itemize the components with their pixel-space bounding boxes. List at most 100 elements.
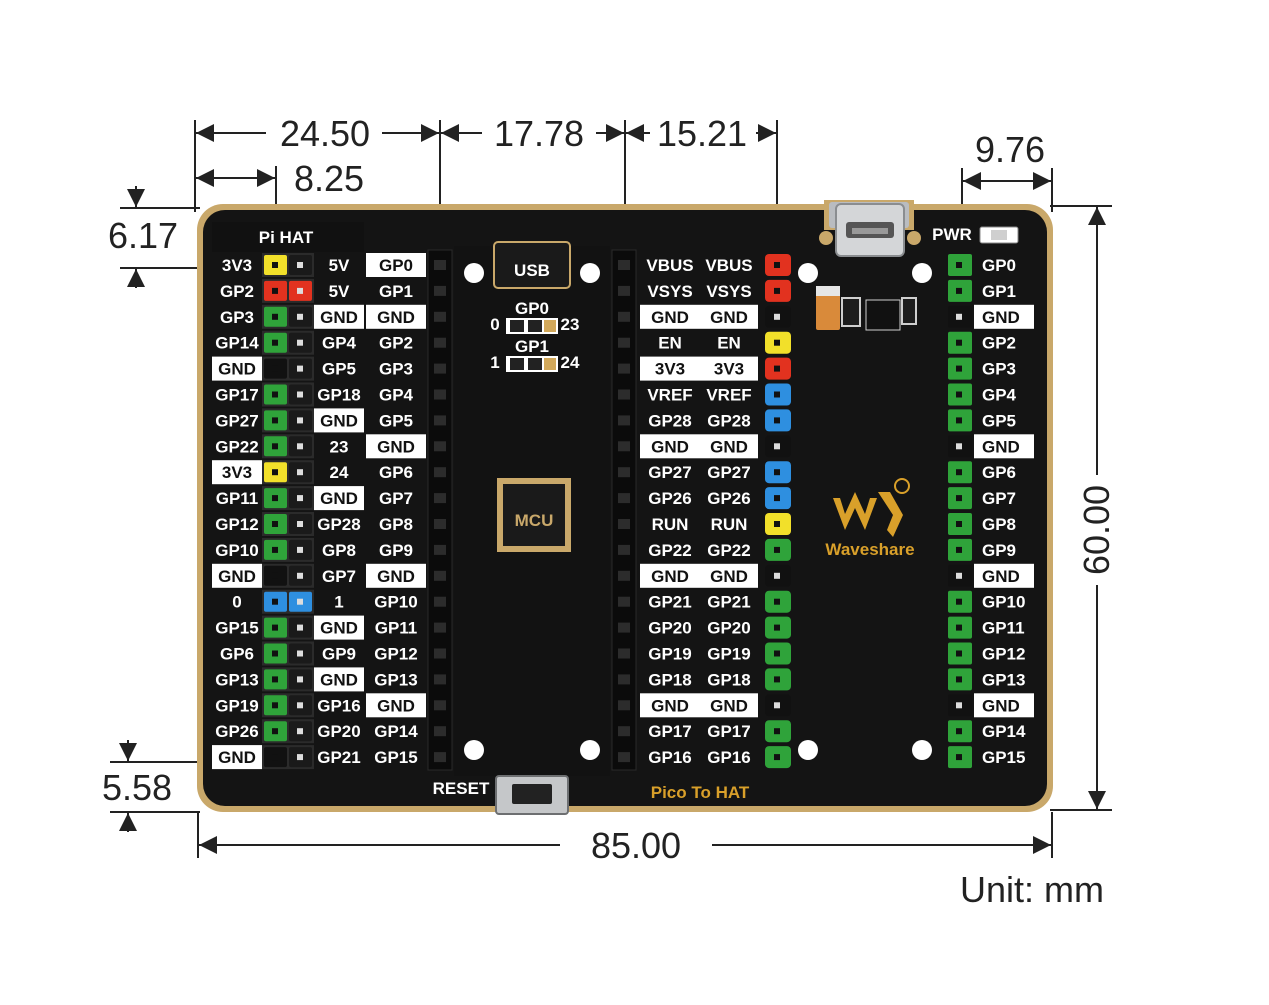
pi-hat-left-label: GP27: [215, 411, 258, 430]
pi-hat-pin-label: GP4: [322, 334, 357, 353]
pi-hat-right-label: GP2: [379, 334, 413, 353]
pi-hat-pin-label: GP18: [317, 386, 360, 405]
right-header: GP0GP1GNDGP2GP3GP4GP5GNDGP6GP7GP8GP9GNDG…: [948, 254, 1034, 769]
socket-pin: [434, 337, 446, 348]
pwr-indicator: PWR: [932, 225, 1019, 244]
pi-hat-left-label: GP17: [215, 386, 258, 405]
pico-pin-label-a: EN: [658, 334, 682, 353]
pico-footprint: USB MCU GP0 0 23 GP1 1 24: [454, 241, 610, 776]
socket-pin: [618, 260, 630, 270]
pico-pin-label-a: VSYS: [647, 282, 692, 301]
socket-pin: [618, 467, 630, 478]
pico-pin-label-b: VSYS: [706, 282, 751, 301]
socket-pin: [434, 311, 446, 322]
socket-pin: [434, 544, 446, 555]
right-header-row: GND: [948, 693, 1034, 718]
socket-pin: [618, 285, 630, 296]
pico-pin-label-b: GP28: [707, 411, 750, 430]
right-header-label: GP7: [982, 489, 1016, 508]
socket-pin: [618, 622, 630, 633]
right-header-label: GP3: [982, 360, 1016, 379]
right-header-row: GP0: [948, 254, 1016, 276]
pi-hat-right-label: GP0: [379, 256, 413, 275]
pi-hat-pin-label: GP16: [317, 696, 360, 715]
socket-pin: [618, 493, 630, 504]
dim-5-58: 5.58: [102, 767, 172, 808]
pico-pin-label-b: VBUS: [705, 256, 752, 275]
pi-hat-pin-label: GND: [320, 411, 358, 430]
pi-hat-right-label: GP6: [379, 463, 413, 482]
socket-pin: [434, 519, 446, 529]
pi-hat-left-label: 0: [232, 593, 241, 612]
pico-pin-label-b: RUN: [711, 515, 748, 534]
pico-pin-label-a: GP26: [648, 489, 691, 508]
jumper-gp0-left: 0: [490, 315, 499, 334]
brand-label: Waveshare: [825, 540, 914, 559]
right-header-label: GP11: [982, 619, 1025, 638]
jumper-gp1-label: GP1: [515, 337, 549, 356]
socket-pin: [434, 752, 446, 763]
mounting-hole: [798, 740, 818, 760]
pi-hat-right-label: GP14: [374, 722, 418, 741]
socket-pin: [434, 260, 446, 270]
reset-area: RESET Pico To HAT: [433, 775, 750, 815]
pi-hat-pin-label: GND: [320, 619, 358, 638]
pico-pin-label-b: GP16: [707, 748, 750, 767]
pico-pin-label-a: GND: [651, 437, 689, 456]
pi-hat-pin-label: GND: [320, 489, 358, 508]
dim-15-21: 15.21: [657, 113, 747, 154]
pi-hat-right-label: GP10: [374, 593, 417, 612]
socket-pin: [618, 544, 630, 555]
pi-hat-pin-label: GP7: [322, 567, 356, 586]
socket-pin: [434, 467, 446, 478]
pi-hat-pin-label: GP9: [322, 645, 356, 664]
pico-pin-label-a: VBUS: [646, 256, 693, 275]
socket-pin: [618, 363, 630, 374]
socket-pin: [434, 622, 446, 633]
right-header-label: GP9: [982, 541, 1016, 560]
right-header-row: GP10: [948, 590, 1025, 613]
pi-hat-left-label: 3V3: [222, 256, 252, 275]
right-header-label: GP1: [982, 282, 1016, 301]
pi-hat-left-label: GP3: [220, 308, 254, 327]
dim-24-50: 24.50: [280, 113, 370, 154]
socket-pin: [434, 493, 446, 504]
pico-pin-label-a: GP28: [648, 411, 691, 430]
pico-pin-label-a: GND: [651, 308, 689, 327]
pico-pin-label-b: GP21: [707, 593, 750, 612]
pi-hat-right-label: GP4: [379, 386, 414, 405]
right-header-row: GP3: [948, 357, 1016, 380]
socket-pin: [618, 570, 630, 581]
jumper-gp0-label: GP0: [515, 299, 549, 318]
dimension-labels: 24.50 17.78 15.21 8.25 9.76 6.17 5.58 60…: [102, 113, 1117, 910]
pi-hat-right-label: GP13: [374, 670, 417, 689]
socket-pin: [434, 389, 446, 400]
pico-pin-label-a: GP27: [648, 463, 691, 482]
right-header-label: GP6: [982, 463, 1016, 482]
right-header-row: GP2: [948, 331, 1016, 354]
pi-hat-left-label: GP12: [215, 515, 258, 534]
pi-hat-pin-label: GND: [320, 308, 358, 327]
pico-pin-label-a: 3V3: [655, 360, 685, 379]
pi-hat-left-label: GND: [218, 567, 256, 586]
socket-pin: [434, 441, 446, 452]
pico-pin-label-b: GP26: [707, 489, 750, 508]
pi-hat-right-label: GP15: [374, 748, 417, 767]
socket-pin: [434, 674, 446, 685]
socket-pin: [434, 700, 446, 711]
micro-usb-connector-icon: [819, 203, 921, 257]
